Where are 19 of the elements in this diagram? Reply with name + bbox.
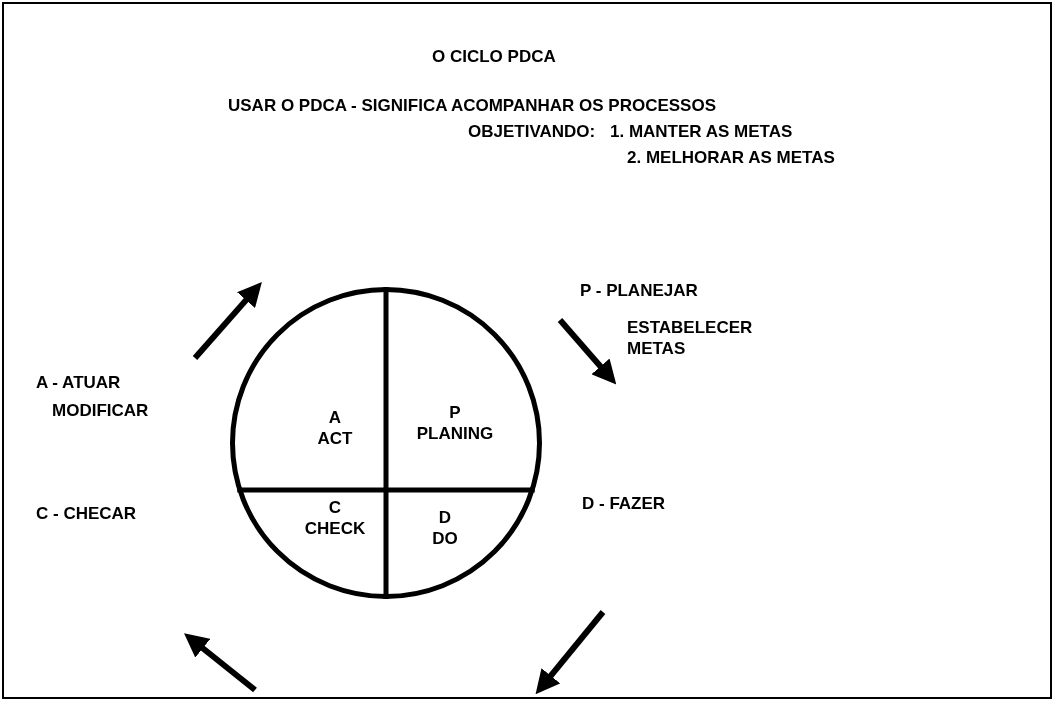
quadrant-letter: D (438, 507, 452, 529)
quadrant-letter: C (328, 497, 342, 519)
quadrant-label: PLANING (416, 423, 494, 445)
quadrant-label: ACT (317, 428, 353, 450)
text-label: USAR O PDCA - SIGNIFICA ACOMPANHAR OS PROCESSOS (228, 95, 716, 117)
text-label: 1. MANTER AS METAS (610, 121, 793, 143)
quadrant-letter: A (328, 407, 342, 429)
text-label: ESTABELECER METAS (627, 317, 754, 360)
text-label: C - CHECAR (36, 503, 137, 525)
text-label: OBJETIVANDO: (468, 121, 596, 143)
text-label: A - ATUAR (36, 372, 121, 394)
text-label: D - FAZER (582, 493, 666, 515)
quadrant-letter: P (449, 402, 461, 424)
quadrant-label: DO (432, 528, 458, 550)
text-label: P - PLANEJAR (580, 280, 698, 302)
text-label: MODIFICAR (52, 400, 149, 422)
quadrant-label: CHECK (304, 518, 366, 540)
title: O CICLO PDCA (432, 46, 556, 68)
text-label: 2. MELHORAR AS METAS (627, 147, 835, 169)
